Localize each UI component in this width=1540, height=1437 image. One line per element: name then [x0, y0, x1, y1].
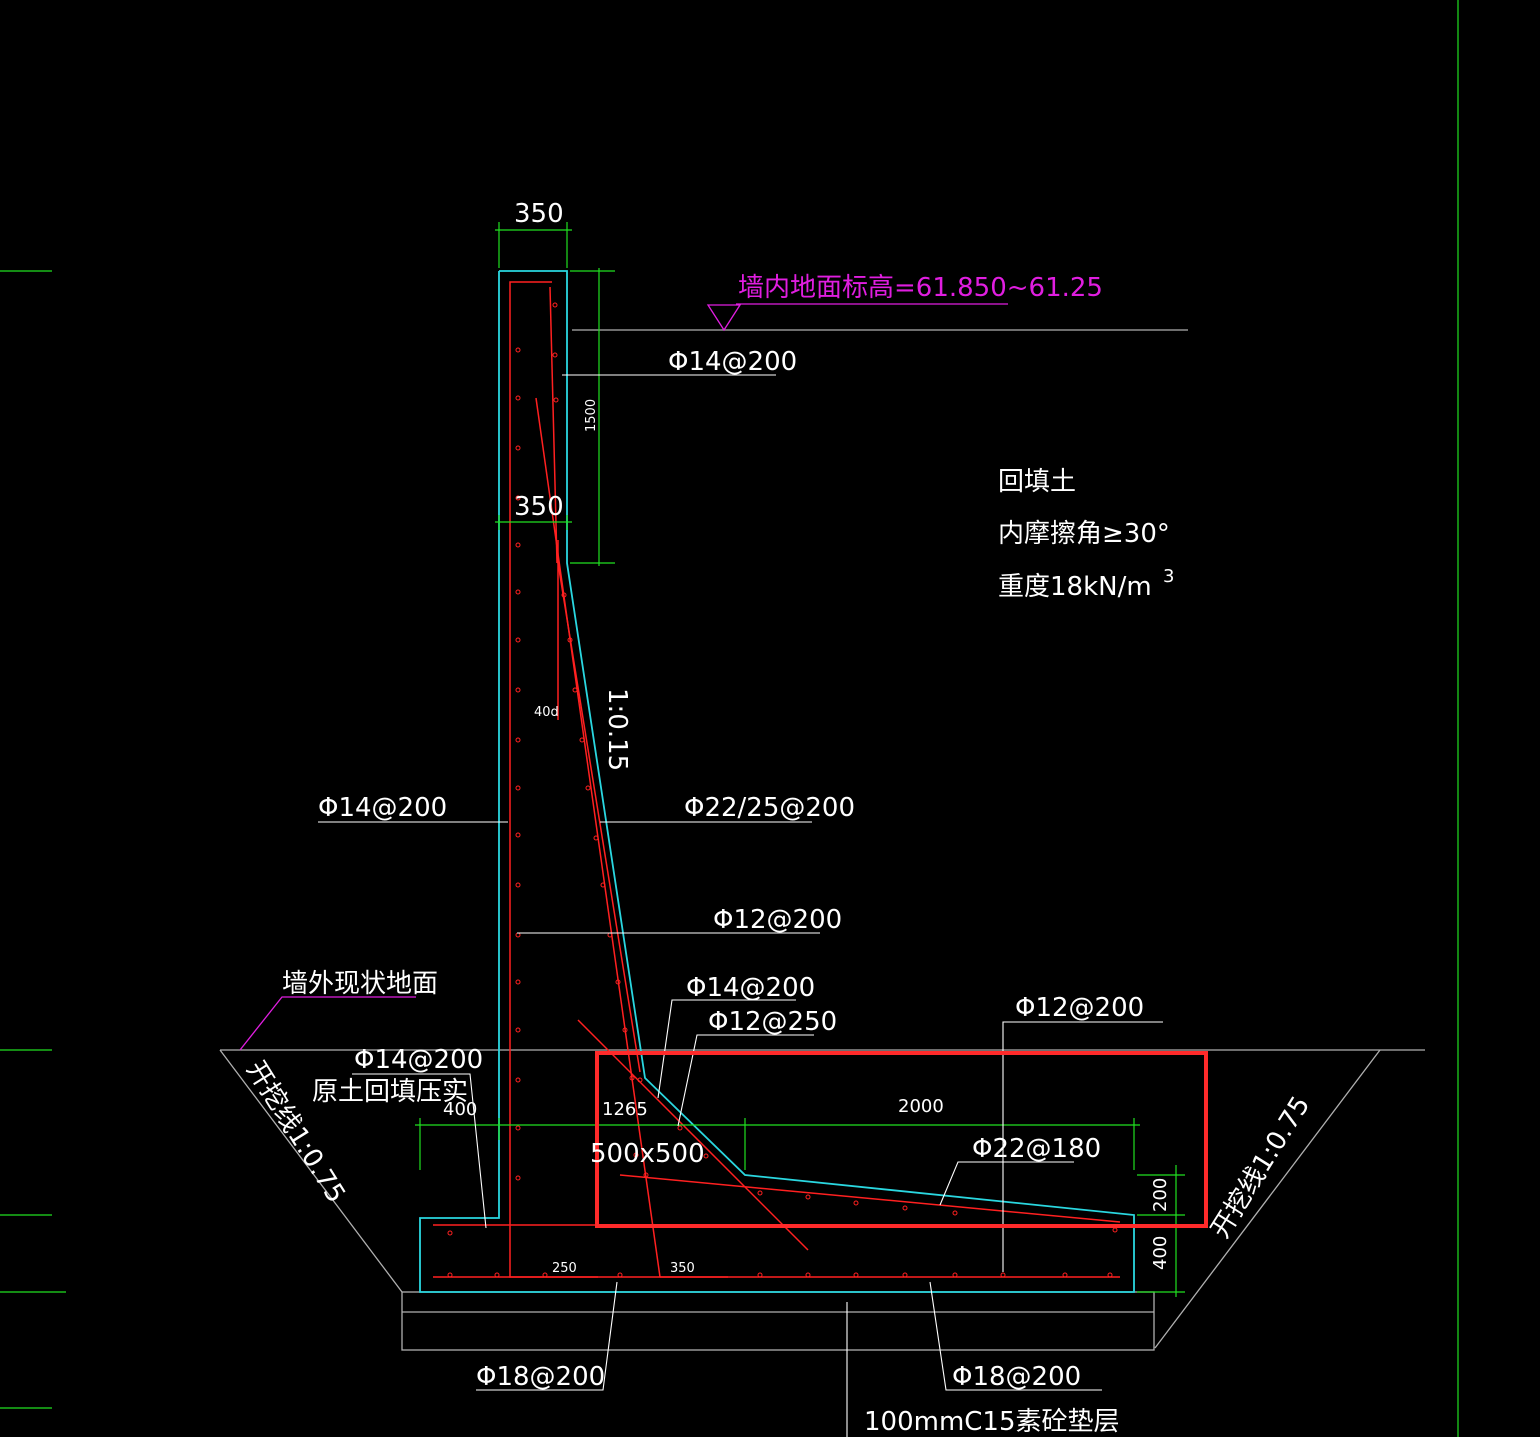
backfill-title: 回填土 [998, 467, 1076, 497]
dim-350-bottom-label: 350 [670, 1261, 695, 1276]
cushion-label: 100mmC15素砼垫层 [864, 1407, 1120, 1437]
rebar-haunch-1-label: Φ14@200 [686, 973, 815, 1003]
rebar-lines [433, 281, 1121, 1278]
dim-height-1500-label: 1500 [584, 399, 599, 432]
dim-mid-width-label: 350 [514, 492, 564, 522]
dimension-lines [415, 222, 1185, 1297]
dim-200-label: 200 [1150, 1178, 1171, 1212]
rebar-dots [447, 302, 1118, 1278]
unit-weight-label: 重度18kN/m [998, 572, 1152, 602]
rebar-right-wall-label: Φ22/25@200 [684, 793, 855, 823]
rebar-haunch-2-label: Φ12@250 [708, 1007, 837, 1037]
leader-lines [318, 374, 1163, 1437]
rebar-bottom-right-label: Φ18@200 [952, 1362, 1081, 1392]
rebar-left-wall-label: Φ14@200 [318, 793, 447, 823]
excavation-right-label: 开挖线1:0.75 [1205, 1091, 1316, 1244]
elevation-label: 墙内地面标高=61.850~61.25 [738, 273, 1103, 303]
dim-250-label: 250 [552, 1261, 577, 1276]
drawing-frame [0, 0, 1459, 1437]
rebar-heel-dist-label: Φ12@200 [1015, 993, 1144, 1023]
rebar-toe-label: Φ14@200 [354, 1045, 483, 1075]
dim-2000-label: 2000 [898, 1096, 944, 1117]
outer-ground-label: 墙外现状地面 [282, 969, 438, 999]
rebar-bottom-left-label: Φ18@200 [476, 1362, 605, 1392]
concrete-cushion [401, 1291, 1155, 1351]
dim-1265-label: 1265 [602, 1099, 648, 1120]
ground-lines [219, 329, 1425, 1349]
highlight-box [595, 1051, 1208, 1228]
elevation-marker [239, 303, 1008, 1051]
dim-400-right-label: 400 [1150, 1236, 1171, 1270]
dim-400-left-label: 400 [443, 1099, 477, 1120]
dim-top-width-label: 350 [514, 199, 564, 229]
friction-angle-label: 内摩擦角≥30° [998, 519, 1170, 549]
rebar-heel-top-label: Φ22@180 [972, 1134, 1101, 1164]
toe-backfill-label: 原土回填压实 [312, 1077, 468, 1107]
unit-weight-superscript: 3 [1163, 566, 1174, 587]
wall-outline [419, 270, 1135, 1293]
anchorage-label: 40d [534, 705, 559, 720]
haunch-size-label: 500x500 [590, 1139, 705, 1169]
slope-ratio-label: 1:0.15 [602, 688, 632, 771]
rebar-top-right-label: Φ14@200 [668, 347, 797, 377]
rebar-wall-horizontal-label: Φ12@200 [713, 905, 842, 935]
